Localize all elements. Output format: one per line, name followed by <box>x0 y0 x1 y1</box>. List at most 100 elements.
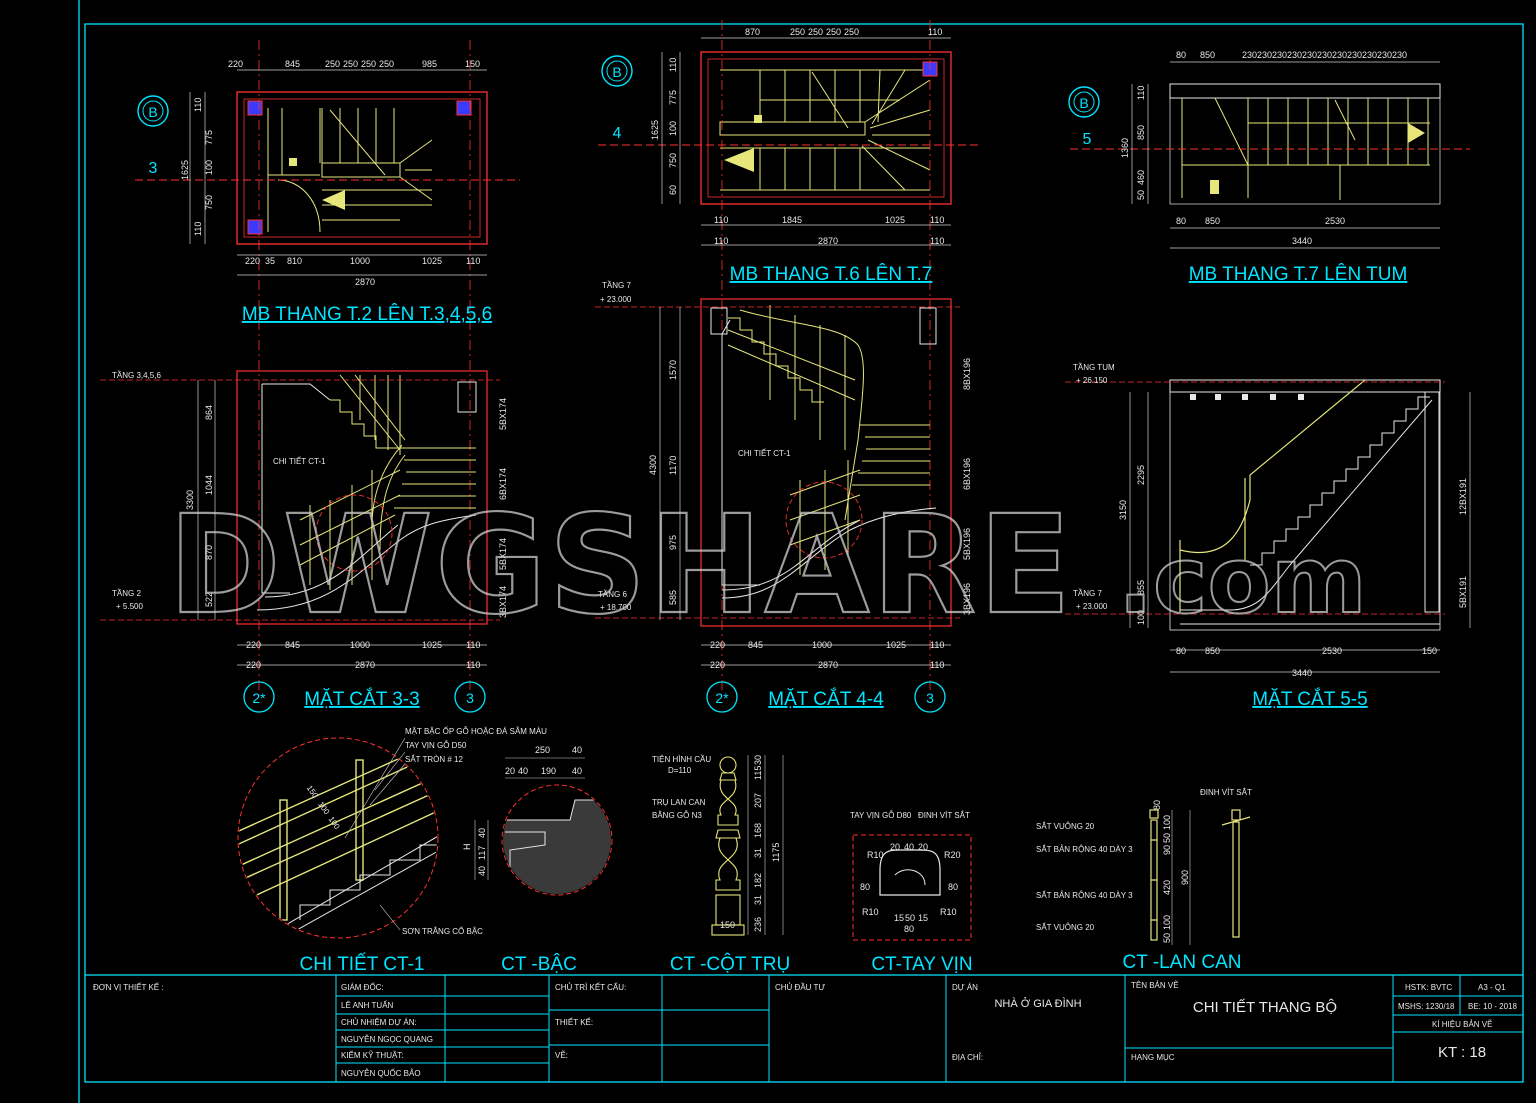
mc2-l3: 975 <box>668 535 678 550</box>
detail-ctlan: SẮT VUÔNG 20 SẮT BẢN RỘNG 40 DÀY 3 SẮT B… <box>1036 788 1252 973</box>
mc3-r1: 5BX191 <box>1458 576 1468 608</box>
ctlan-v6: 100 <box>1162 915 1172 930</box>
grid-b-1: B <box>148 104 157 120</box>
watermark: DWGSHARE .com <box>167 486 1368 646</box>
mb1-b0: 220 <box>245 256 260 266</box>
mc1-callout: CHI TIẾT CT-1 <box>273 456 326 466</box>
tb-c2d: NGUYỄN NGỌC QUANG <box>341 1035 433 1044</box>
mb1-d2: 250 <box>325 59 340 69</box>
ctlan-v2: 50 <box>1162 833 1172 843</box>
tb-c3c: VẼ: <box>555 1051 568 1060</box>
cttru-v2: 207 <box>753 793 763 808</box>
mb2-b1: 1845 <box>782 215 802 225</box>
ctlan-v7: 50 <box>1162 933 1172 943</box>
ct1-n1: MẶT BẬC ỐP GỖ HOẶC ĐÁ SẪM MÀU <box>405 726 547 736</box>
cttay-d8: 15 <box>894 913 904 923</box>
tb-c7c: MSHS: 1230/18 <box>1398 1002 1455 1011</box>
tb-c5a: DỰ ÁN <box>952 983 978 992</box>
mb2-c1: 110 <box>930 236 944 246</box>
grid-b-3: B <box>1079 95 1088 111</box>
mc1-l0: 864 <box>204 405 214 420</box>
ctbac-d1: 40 <box>572 745 582 755</box>
ctbac-v2: H <box>462 844 472 851</box>
cttru-v8: 236 <box>753 917 763 932</box>
ctlan-n4: SẮT VUÔNG 20 <box>1036 923 1095 932</box>
mb3-d8: 230 <box>1332 50 1347 60</box>
mb3-l1: 850 <box>1136 125 1146 140</box>
tb-c4: CHỦ ĐẦU TƯ <box>775 982 825 992</box>
section-3-mark: 3 <box>149 160 158 177</box>
cttay-n1: TAY VỊN GỖ D80 <box>850 811 912 820</box>
ct1-d2: 100 <box>327 815 342 832</box>
tb-c6a: TÊN BẢN VẼ <box>1131 981 1179 990</box>
plan-mb2: B 4 870 250 250 250 250 110 110 1845 102… <box>598 20 980 690</box>
mc1-title: MẶT CẮT 3-3 <box>304 688 419 710</box>
mc2-t1: 2870 <box>818 660 838 670</box>
mc2-r3: 3BX196 <box>962 583 972 615</box>
mc3-l1: 3150 <box>1118 500 1128 520</box>
cttay-d7: R10 <box>862 907 879 917</box>
mb2-d4: 250 <box>844 27 859 37</box>
mc1-t2: 110 <box>466 660 480 670</box>
mc2-axis-left: 2* <box>715 690 729 706</box>
mb2-b0: 110 <box>714 215 728 225</box>
mc1-b2: 1000 <box>350 640 370 650</box>
cttru-v3: 1175 <box>771 843 781 862</box>
mc2-l4: 585 <box>668 590 678 605</box>
mc2-b1: 845 <box>748 640 763 650</box>
ctbac-v3: 40 <box>477 866 487 876</box>
section-mc2: TẦNG 7 + 23.000 TẦNG 6 + 18.700 CHI TIẾT… <box>595 280 972 713</box>
mb2-l1: 775 <box>668 90 678 105</box>
mb2-d2: 250 <box>808 27 823 37</box>
tb-c6c: HẠNG MỤC <box>1131 1053 1175 1062</box>
mb2-b2: 1025 <box>885 215 905 225</box>
mc2-callout: CHI TIẾT CT-1 <box>738 448 791 458</box>
mb3-l0: 110 <box>1136 86 1146 100</box>
mb3-d1: 850 <box>1200 50 1215 60</box>
detail-ct1: MẶT BẬC ỐP GỖ HOẶC ĐÁ SẪM MÀU TAY VỊN GỖ… <box>237 726 547 975</box>
cttru-title: CT -CỘT TRỤ <box>670 953 790 975</box>
mc1-b0: 220 <box>246 640 261 650</box>
ctbac-d0: 250 <box>535 745 550 755</box>
ctlan-v1: 100 <box>1162 815 1172 830</box>
tb-c7f: KT : 18 <box>1438 1044 1486 1061</box>
mc1-t1: 2870 <box>355 660 375 670</box>
mc2-l1: 4300 <box>648 455 658 475</box>
mc3-r0: 12BX191 <box>1458 478 1468 515</box>
mc2-level-top-val: + 23.000 <box>600 295 632 304</box>
ct1-n4: SƠN TRẮNG CỔ BẬC <box>402 927 483 936</box>
mc3-title: MẶT CẮT 5-5 <box>1252 688 1367 710</box>
mc1-r3: 3BX174 <box>498 586 508 618</box>
mb3-d9: 230 <box>1347 50 1362 60</box>
mb1-b4: 1025 <box>422 256 442 266</box>
tb-c3a: CHỦ TRÌ KẾT CẤU: <box>555 982 626 992</box>
mb2-l2: 1625 <box>650 120 660 140</box>
mb1-l0: 110 <box>193 98 203 112</box>
mc3-b0: 80 <box>1176 646 1186 656</box>
ctlan-v5: 900 <box>1180 870 1190 885</box>
cttay-d6: 80 <box>948 882 958 892</box>
mb3-b1: 850 <box>1205 216 1220 226</box>
mb3-total: 3440 <box>1292 236 1312 246</box>
ctbac-title: CT -BẬC <box>501 953 577 975</box>
mb2-title: MB THANG T.6 LÊN T.7 <box>730 263 933 285</box>
ctbac-v0: 40 <box>477 828 487 838</box>
mc3-level-top: TẦNG TUM <box>1073 362 1115 372</box>
cttay-d4: R20 <box>944 850 961 860</box>
mc2-r1: 6BX196 <box>962 458 972 490</box>
mb1-l3: 1625 <box>180 160 190 180</box>
plan-mb1: B 3 220 845 250 250 250 250 985 150 220 … <box>135 40 520 690</box>
mb3-d0: 80 <box>1176 50 1186 60</box>
mb3-d6: 230 <box>1302 50 1317 60</box>
mc1-level-bot: TẦNG 2 <box>112 588 141 598</box>
mc2-level-bot: TẦNG 6 <box>598 589 627 599</box>
mc3-level-bot-val: + 23.000 <box>1076 602 1108 611</box>
mb1-d3: 250 <box>343 59 358 69</box>
tb-c1: ĐƠN VỊ THIẾT KẾ : <box>93 982 164 992</box>
mb3-d11: 230 <box>1377 50 1392 60</box>
mc2-t0: 220 <box>710 660 725 670</box>
mb1-d7: 150 <box>465 59 480 69</box>
mb2-d3: 250 <box>826 27 841 37</box>
tb-c5c: ĐỊA CHỈ: <box>952 1053 983 1062</box>
ctbac-d5: 40 <box>572 766 582 776</box>
